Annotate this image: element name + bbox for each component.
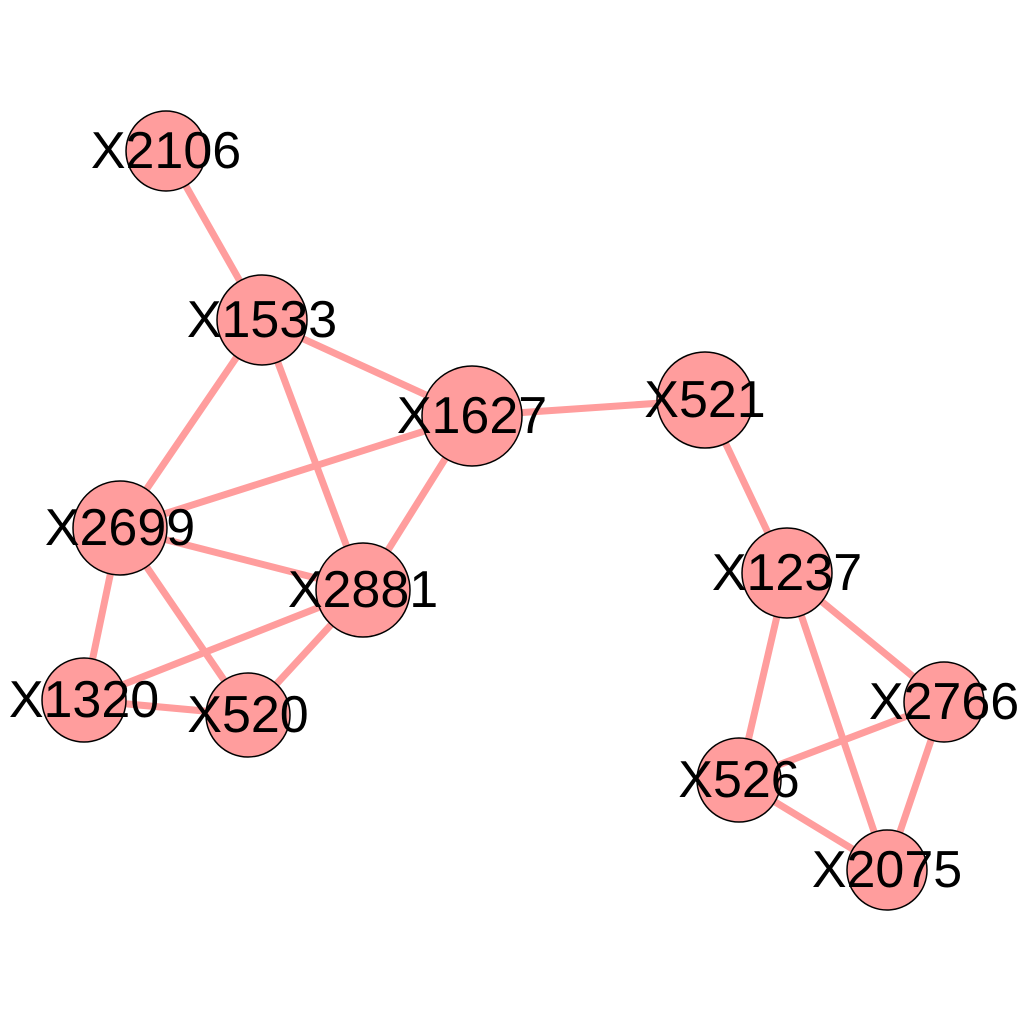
node-label-x2699: X2699 — [45, 499, 195, 557]
edge-x1627-x2699 — [116, 412, 476, 532]
edge-x1533-x2881 — [258, 316, 367, 594]
node-label-x1237: X1237 — [712, 544, 862, 602]
edges-layer — [80, 147, 948, 874]
node-x1237 — [741, 527, 833, 619]
node-label-x1533: X1533 — [187, 291, 337, 349]
edge-x1237-x2075 — [783, 569, 891, 874]
node-x526 — [696, 737, 782, 823]
node-label-x2075: X2075 — [812, 841, 962, 899]
node-label-x2881: X2881 — [288, 561, 438, 619]
node-label-x2106: X2106 — [91, 122, 241, 180]
node-label-x521: X521 — [644, 371, 765, 429]
node-label-x2766: X2766 — [869, 673, 1019, 731]
node-x2881 — [315, 542, 411, 638]
node-x2106 — [125, 110, 207, 192]
node-x1320 — [41, 657, 127, 743]
node-x2699 — [72, 480, 168, 576]
node-x520 — [205, 672, 291, 758]
node-x2075 — [846, 829, 928, 911]
node-label-x1320: X1320 — [9, 671, 159, 729]
node-x1627 — [421, 365, 523, 467]
node-label-x520: X520 — [187, 686, 308, 744]
node-x1533 — [216, 274, 308, 366]
node-label-x526: X526 — [678, 751, 799, 809]
node-x521 — [656, 351, 754, 449]
nodes-layer — [41, 110, 985, 911]
node-label-x1627: X1627 — [397, 387, 547, 445]
node-x2766 — [903, 661, 985, 743]
edge-x2881-x1320 — [80, 586, 367, 704]
